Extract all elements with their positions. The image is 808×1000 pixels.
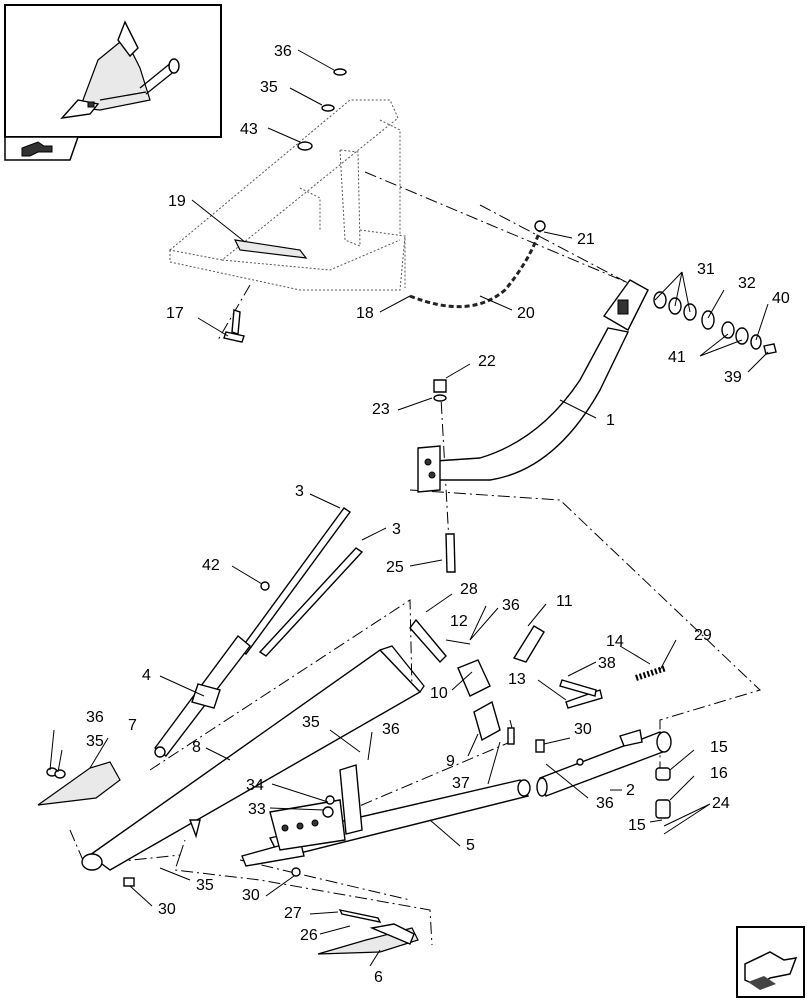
bolt-30-mid — [291, 867, 301, 877]
bracket-9 — [473, 700, 501, 742]
spring-14 — [635, 665, 667, 681]
shoe-6 — [317, 909, 419, 955]
callout-41: 41 — [668, 349, 686, 366]
bushing-15 — [655, 767, 671, 781]
callout-11: 11 — [556, 593, 573, 610]
pin-12 — [409, 618, 447, 664]
callout-21: 21 — [577, 231, 595, 248]
callout-34: 34 — [246, 777, 264, 794]
back-arrow-icon — [21, 141, 53, 157]
callout-35: 35 — [196, 877, 214, 894]
callout-42: 42 — [202, 557, 220, 574]
chain — [409, 220, 546, 309]
callout-28: 28 — [460, 581, 478, 598]
bolt-34 — [325, 795, 335, 805]
bolt-30-right — [535, 739, 545, 753]
callout-19: 19 — [168, 193, 186, 210]
header-tray — [168, 99, 406, 291]
callout-3: 3 — [295, 483, 304, 500]
callout-20: 20 — [517, 305, 535, 322]
nut-42 — [260, 581, 270, 591]
callout-16: 16 — [710, 765, 728, 782]
callout-36: 36 — [274, 43, 292, 60]
callout-27: 27 — [284, 905, 302, 922]
bolt-17-head — [223, 331, 245, 343]
callout-36: 36 — [382, 721, 400, 738]
curved-arm-1 — [417, 279, 649, 493]
callout-30: 30 — [574, 721, 592, 738]
washer-36-top — [333, 68, 347, 76]
callout-35: 35 — [302, 714, 320, 731]
callout-1: 1 — [606, 412, 615, 429]
callout-12: 12 — [450, 613, 468, 630]
callout-35: 35 — [260, 79, 278, 96]
bushing-16 — [655, 799, 671, 819]
callout-26: 26 — [300, 927, 318, 944]
washer-23 — [433, 394, 447, 402]
callout-14: 14 — [606, 633, 624, 650]
callout-38: 38 — [598, 655, 616, 672]
callout-22: 22 — [478, 353, 496, 370]
bolt-17 — [231, 309, 241, 335]
callout-23: 23 — [372, 401, 390, 418]
bolt-30-left — [123, 877, 135, 887]
callout-15: 15 — [628, 817, 646, 834]
callout-6: 6 — [374, 969, 383, 986]
callout-2: 2 — [626, 782, 635, 799]
callout-29: 29 — [694, 627, 712, 644]
main-bar-8 — [81, 645, 425, 871]
pin-11 — [512, 625, 545, 663]
callout-8: 8 — [192, 739, 201, 756]
callout-30: 30 — [242, 887, 260, 904]
callout-25: 25 — [386, 559, 404, 576]
callout-9: 9 — [446, 753, 455, 770]
inset-thumbnail — [4, 4, 222, 138]
tube-5 — [241, 764, 531, 867]
callout-33: 33 — [248, 801, 266, 818]
callout-39: 39 — [724, 369, 742, 386]
callout-10: 10 — [430, 685, 448, 702]
callout-18: 18 — [356, 305, 374, 322]
callout-35: 35 — [86, 733, 104, 750]
callout-5: 5 — [466, 837, 475, 854]
callout-37: 37 — [452, 775, 470, 792]
washer-stack — [653, 291, 777, 355]
pin-38 — [559, 679, 597, 697]
bracket-10 — [457, 659, 491, 697]
lever-4 — [154, 634, 251, 758]
callout-40: 40 — [772, 290, 790, 307]
callout-36: 36 — [86, 709, 104, 726]
leader-lines — [49, 49, 769, 967]
callout-31: 31 — [697, 261, 715, 278]
callout-32: 32 — [738, 275, 756, 292]
callout-4: 4 — [142, 667, 151, 684]
inset-nav-tab[interactable] — [4, 136, 80, 161]
callout-43: 43 — [240, 121, 258, 138]
callout-24: 24 — [712, 795, 730, 812]
callout-36: 36 — [502, 597, 520, 614]
callout-3: 3 — [392, 521, 401, 538]
callout-15: 15 — [710, 739, 728, 756]
next-page-nav-icon[interactable] — [736, 926, 805, 998]
pin-37 — [507, 727, 515, 745]
callout-13: 13 — [508, 671, 526, 688]
washer-35-top — [321, 104, 335, 112]
bolt-33 — [322, 806, 334, 818]
bolt-25 — [445, 533, 456, 573]
tip-7 — [37, 761, 121, 806]
bolt-22 — [433, 379, 447, 393]
callout-30: 30 — [158, 901, 176, 918]
washer-43 — [297, 141, 313, 151]
tube-2 — [536, 729, 672, 797]
callout-36: 36 — [596, 795, 614, 812]
callout-7: 7 — [128, 717, 137, 734]
callout-17: 17 — [166, 305, 184, 322]
callout-labels: 36 35 43 19 21 31 32 40 17 18 20 41 39 2… — [86, 43, 790, 986]
